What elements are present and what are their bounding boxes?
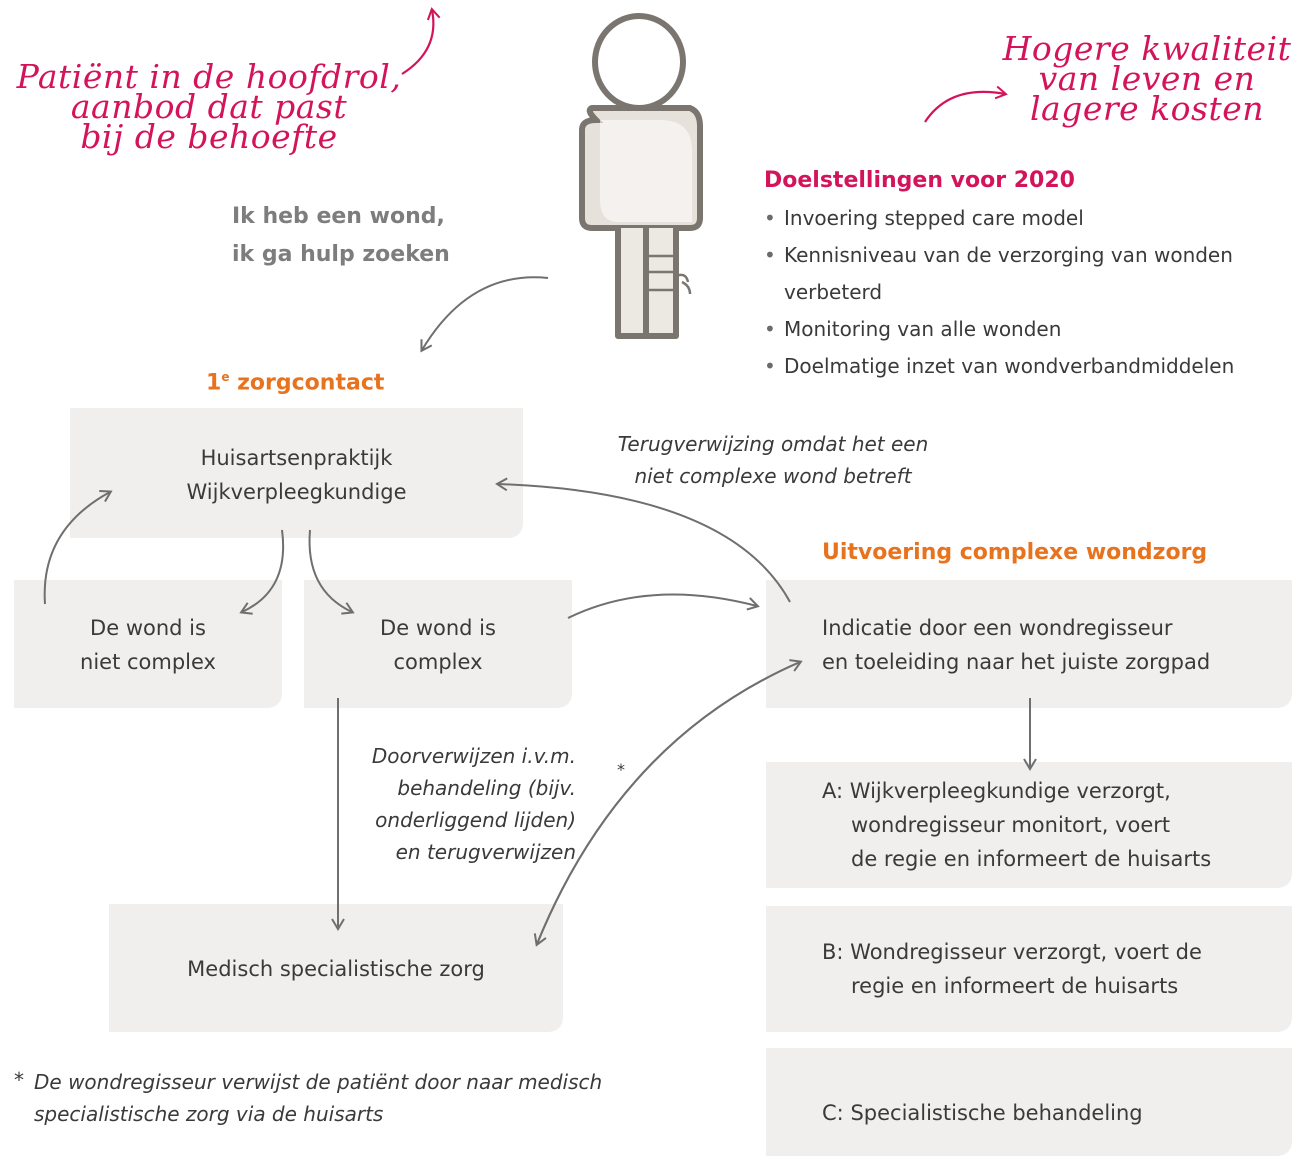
first-contact-number: 1 <box>206 370 222 396</box>
handwriting-line: Hogere kwaliteit <box>1002 29 1292 68</box>
option-label: B: <box>822 940 844 964</box>
patient-quote: Ik heb een wond, ik ga hulp zoeken <box>232 198 450 274</box>
handwriting-line: van leven en <box>1038 59 1256 98</box>
footnote-mark: * <box>14 1068 24 1092</box>
goal-item: Doelmatige inzet van wondverbandmiddelen <box>764 348 1284 385</box>
option-label: C: <box>822 1101 844 1125</box>
goal-item: Kennisniveau van de verzorging van wonde… <box>764 237 1284 311</box>
complex-box <box>304 580 572 708</box>
quote-line: ik ga hulp zoeken <box>232 242 450 267</box>
asterisk-mark: * <box>617 760 625 779</box>
indication-box <box>766 580 1292 708</box>
box-line: niet complex <box>80 650 216 674</box>
goals-title: Doelstellingen voor 2020 <box>764 168 1075 193</box>
patient-lead-handwriting: Patiënt in de hoofdrol, aanbod dat past … <box>14 57 404 156</box>
quote-line: Ik heb een wond, <box>232 204 445 229</box>
first-contact-heading: 1e zorgcontact <box>206 370 384 395</box>
option-b-text: B: Wondregisseur verzorgt, voert de regi… <box>822 935 1282 1003</box>
option-a-text: A: Wijkverpleegkundige verzorgt, wondreg… <box>822 774 1282 876</box>
indication-text: Indicatie door een wondregisseur en toel… <box>822 611 1282 679</box>
option-line: Wijkverpleegkundige verzorgt, <box>849 779 1171 803</box>
specialist-care-text: Medisch specialistische zorg <box>187 957 485 981</box>
note-line: Doorverwijzen i.v.m. <box>371 744 576 768</box>
quality-handwriting: Hogere kwaliteit van leven en lagere kos… <box>1002 29 1292 128</box>
footnote-line: specialistische zorg via de huisarts <box>34 1102 384 1126</box>
primary-care-box <box>70 408 523 538</box>
box-line: Wijkverpleegkundige <box>186 480 407 504</box>
footnote-line: De wondregisseur verwijst de patiënt doo… <box>34 1070 603 1094</box>
box-line: complex <box>393 650 483 674</box>
goal-item: Monitoring van alle wonden <box>764 311 1284 348</box>
handwriting-line: lagere kosten <box>1029 89 1265 128</box>
option-line: regie en informeert de huisarts <box>851 974 1179 998</box>
note-line: en terugverwijzen <box>395 840 576 864</box>
note-line: onderliggend lijden) <box>375 808 576 832</box>
note-line: Terugverwijzing omdat het een <box>617 432 929 456</box>
primary-care-text: Huisartsenpraktijk Wijkverpleegkundige <box>70 441 523 509</box>
option-line: Specialistische behandeling <box>850 1101 1143 1125</box>
option-label: A: <box>822 779 844 803</box>
goal-item: Invoering stepped care model <box>764 200 1284 237</box>
footnote: De wondregisseur verwijst de patiënt doo… <box>34 1066 654 1130</box>
box-line: De wond is <box>380 616 496 640</box>
option-c-text: C: Specialistische behandeling <box>822 1096 1282 1130</box>
option-a-box <box>766 762 1292 888</box>
option-b-box <box>766 906 1292 1032</box>
handwriting-line: aanbod dat past <box>70 87 348 126</box>
person-figure <box>579 13 703 339</box>
box-line: en toeleiding naar het juiste zorgpad <box>822 650 1211 674</box>
box-line: Indicatie door een wondregisseur <box>822 616 1173 640</box>
referral-back-note: Terugverwijzing omdat het een niet compl… <box>598 428 948 492</box>
option-line: de regie en informeert de huisarts <box>851 847 1212 871</box>
not-complex-box <box>14 580 282 708</box>
option-line: wondregisseur monitort, voert <box>851 813 1171 837</box>
not-complex-text: De wond is niet complex <box>14 611 282 679</box>
note-line: niet complexe wond betreft <box>634 464 912 488</box>
box-line: Huisartsenpraktijk <box>200 446 393 470</box>
box-line: De wond is <box>90 616 206 640</box>
complex-text: De wond is complex <box>304 611 572 679</box>
complex-care-heading: Uitvoering complexe wondzorg <box>822 540 1208 565</box>
first-contact-sup: e <box>221 370 230 384</box>
option-line: Wondregisseur verzorgt, voert de <box>850 940 1202 964</box>
first-contact-label: zorgcontact <box>237 370 385 396</box>
option-c-box <box>766 1048 1292 1156</box>
note-line: behandeling (bijv. <box>397 776 576 800</box>
handwriting-line: Patiënt in de hoofdrol, <box>16 57 402 96</box>
handwriting-line: bij de behoefte <box>80 117 338 156</box>
goals-list: Invoering stepped care model Kennisnivea… <box>764 200 1284 385</box>
referral-treatment-note: Doorverwijzen i.v.m. behandeling (bijv. … <box>352 740 576 868</box>
